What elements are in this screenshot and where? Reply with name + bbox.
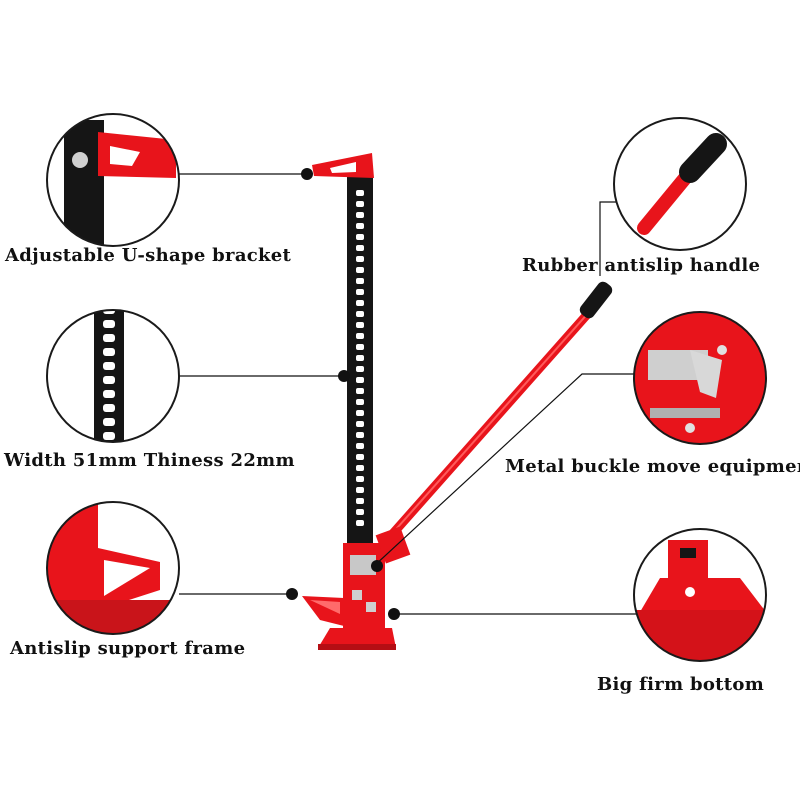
bar-hole (356, 344, 364, 350)
bar-hole (356, 267, 364, 273)
bar-hole (356, 355, 364, 361)
detail-circle-bracket (46, 113, 180, 247)
bar-hole (356, 289, 364, 295)
detail-circle-handle (613, 117, 747, 251)
bar-hole (356, 432, 364, 438)
bar-hole (356, 465, 364, 471)
callout-dots (286, 168, 400, 620)
bar-hole (356, 410, 364, 416)
bar-hole-zoom (103, 404, 115, 412)
bar-hole (356, 322, 364, 328)
bar-hole-zoom (103, 348, 115, 356)
bar-hole (356, 223, 364, 229)
bar-hole-zoom (103, 362, 115, 370)
bar-hole (356, 399, 364, 405)
handle-label: Rubber antislip handle (522, 255, 761, 276)
bar-hole (356, 443, 364, 449)
farm-jack (302, 153, 613, 650)
bar-hole (356, 311, 364, 317)
bar-hole (356, 366, 364, 372)
bar-hole (356, 333, 364, 339)
bar-hole (356, 377, 364, 383)
callout-lines (179, 173, 638, 615)
bar-hole (356, 454, 364, 460)
handle-grip (579, 281, 613, 319)
bar-hole (356, 487, 364, 493)
bar-hole (356, 212, 364, 218)
bar-hole (356, 509, 364, 515)
bar-hole-zoom (103, 376, 115, 384)
bar-hole-zoom (103, 390, 115, 398)
bar-hole-zoom (103, 320, 115, 328)
bar-dimension-label: Width 51mm Thiness 22mm (4, 450, 295, 471)
bar-hole (356, 520, 364, 526)
bar-hole-zoom (103, 310, 115, 314)
bar-hole-zoom (103, 432, 115, 440)
bracket-label: Adjustable U-shape bracket (5, 245, 292, 266)
bar-hole (356, 476, 364, 482)
bar-hole (356, 234, 364, 240)
bar-hole (356, 190, 364, 196)
bar-hole (356, 388, 364, 394)
bar-hole (356, 201, 364, 207)
bar-hole (356, 256, 364, 262)
bottom-label: Big firm bottom (597, 674, 765, 695)
bar-hole (356, 278, 364, 284)
bar-hole (356, 421, 364, 427)
bar-hole (356, 300, 364, 306)
bar-hole (356, 245, 364, 251)
jack-base (318, 628, 396, 648)
detail-circle-bar (46, 309, 180, 443)
bar-hole (356, 498, 364, 504)
jack-bar-holes (356, 190, 364, 526)
support-frame-label: Antislip support frame (10, 638, 246, 659)
detail-circle-buckle (633, 311, 767, 445)
bar-hole-zoom (103, 418, 115, 426)
buckle-label: Metal buckle move equipment (505, 456, 800, 477)
detail-circle-frame (46, 501, 180, 635)
bar-hole-zoom (103, 334, 115, 342)
detail-circle-bottom (633, 528, 767, 662)
